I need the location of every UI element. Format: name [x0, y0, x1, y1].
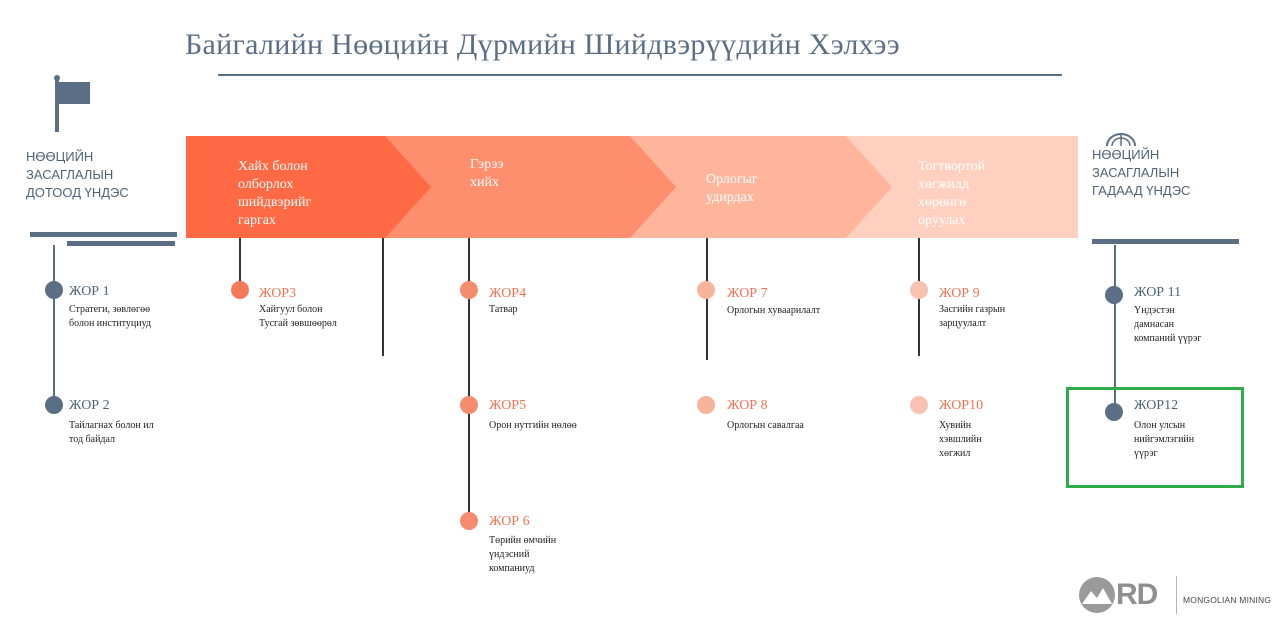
item-title: ЖОР 11 [1134, 285, 1182, 300]
left-divider-bar [30, 232, 177, 237]
item-title: ЖОР 6 [489, 514, 530, 529]
item-marker [697, 396, 715, 414]
item-marker [460, 281, 478, 299]
item-description: Орон нутгийн нөлөө [489, 420, 577, 431]
item-description: Орлогын савалгаа [727, 420, 804, 431]
item-title: ЖОР4 [489, 286, 527, 301]
item-marker [1105, 403, 1123, 421]
item-title: ЖОР3 [259, 286, 297, 301]
connector-line [239, 238, 241, 290]
item-title: ЖОР 1 [69, 284, 110, 299]
company-logo: RD MONGOLIAN MINING [1078, 574, 1274, 618]
item-title: ЖОР12 [1134, 398, 1179, 413]
right-divider-bar [1092, 239, 1239, 244]
item-title: ЖОР 9 [939, 286, 980, 301]
item-marker [460, 396, 478, 414]
highlight-box [1066, 387, 1244, 488]
connector-line [382, 238, 384, 356]
page-title: Байгалийн Нөөцийн Дүрмийн Шийдвэрүүдийн … [185, 28, 900, 61]
item-marker [231, 281, 249, 299]
item-marker [910, 281, 928, 299]
item-marker [45, 281, 63, 299]
logo-divider [1176, 576, 1177, 614]
item-title: ЖОР10 [939, 398, 984, 413]
globe-icon [1106, 133, 1136, 147]
stage-arrow-2 [382, 136, 676, 238]
connector-line [706, 238, 708, 360]
item-description: Орлогын хуваарилалт [727, 305, 821, 316]
stage-arrow-3 [630, 136, 892, 238]
item-title: ЖОР5 [489, 398, 527, 413]
logo-mark: RD [1116, 578, 1158, 611]
item-title: ЖОР 2 [69, 398, 110, 413]
item-marker [460, 512, 478, 530]
title-underline [218, 74, 1062, 76]
item-marker [697, 281, 715, 299]
left-divider-bar-short [67, 241, 175, 246]
item-title: ЖОР 7 [727, 286, 768, 301]
connector-line [53, 245, 55, 407]
stage-arrow-1 [186, 136, 431, 238]
item-marker [1105, 286, 1123, 304]
logo-text: MONGOLIAN MINING [1183, 595, 1272, 605]
stage-arrow-4 [846, 136, 1078, 238]
flag-icon [54, 75, 90, 132]
item-marker [910, 396, 928, 414]
connector-line [468, 238, 470, 522]
item-marker [45, 396, 63, 414]
item-title: ЖОР 8 [727, 398, 768, 413]
connector-line [1114, 245, 1116, 413]
item-description: Татвар [489, 304, 518, 315]
mountain-icon [1079, 577, 1115, 613]
